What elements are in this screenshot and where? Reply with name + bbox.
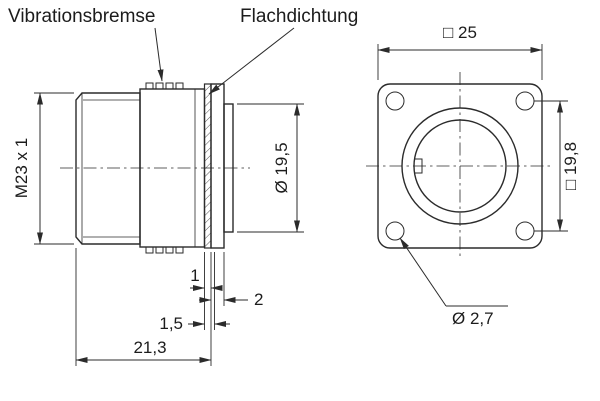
rib-icon xyxy=(155,246,164,254)
mounting-hole-bottom-left xyxy=(385,221,405,241)
dim-text-thread: M23 x 1 xyxy=(12,138,31,198)
rib-icon xyxy=(155,82,164,90)
callout-leader-vibration-brake xyxy=(154,27,164,82)
dimensions: M23 x 1 Ø 19,5 □ 25 □ 19,8 Ø 2,7 1 2 1,5… xyxy=(12,23,580,363)
side-view-connector xyxy=(60,82,250,254)
rib-icon xyxy=(145,82,154,90)
dim-text-total-length: 21,3 xyxy=(133,338,166,357)
dim-text-flange-square: □ 25 xyxy=(443,23,477,42)
mounting-hole-top-right xyxy=(515,91,535,111)
rib-icon xyxy=(165,246,174,254)
thread-section xyxy=(75,92,141,245)
dim-text-gasket-panel: 1,5 xyxy=(159,314,183,333)
rib-icon xyxy=(165,82,174,90)
callout-vibration-brake: Vibrationsbremse xyxy=(8,6,156,27)
mounting-hole-top-left xyxy=(385,91,405,111)
flat-gasket xyxy=(203,83,212,249)
rib-icon xyxy=(175,246,184,254)
rib-icon xyxy=(175,82,184,90)
mounting-hole-bottom-right xyxy=(515,221,535,241)
connector-shell-circle xyxy=(401,107,519,225)
dim-text-collar-diameter: Ø 19,5 xyxy=(272,142,291,193)
dim-text-flange-thickness: 2 xyxy=(254,290,263,309)
callout-leader-flat-gasket xyxy=(208,27,295,95)
rear-collar xyxy=(223,103,234,233)
square-flange-side xyxy=(210,83,225,249)
keyway-notch xyxy=(414,158,423,174)
dim-text-hole-diameter: Ø 2,7 xyxy=(452,309,494,328)
callouts: Vibrationsbremse Flachdichtung xyxy=(8,6,358,95)
rib-icon xyxy=(145,246,154,254)
dim-text-gasket-thickness: 1 xyxy=(190,266,199,285)
square-flange-front xyxy=(377,83,543,249)
front-view-flange xyxy=(366,72,554,260)
leader-line-hole-diameter xyxy=(399,237,447,307)
dim-text-hole-pattern: □ 19,8 xyxy=(561,142,580,190)
callout-flat-gasket: Flachdichtung xyxy=(240,6,358,27)
connector-inner-circle xyxy=(413,119,507,213)
vibration-brake-ribs xyxy=(145,82,184,254)
